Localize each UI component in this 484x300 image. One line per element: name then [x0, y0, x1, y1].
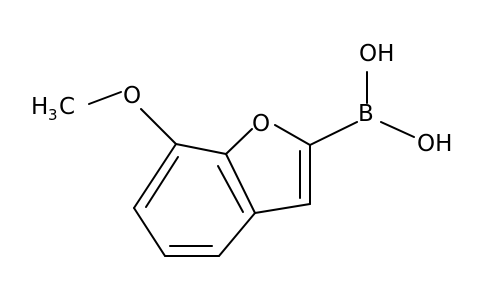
methyl-label-c: C: [59, 94, 75, 120]
bond-layer: [88, 71, 415, 257]
bond-c6-c7: [133, 143, 177, 209]
bond-ring-oxygen-c2: [274, 124, 311, 146]
bond-double-c7a-c3a: [217, 165, 244, 213]
bond-c7a-c3a: [225, 153, 256, 214]
bond-c7-c7a: [175, 143, 227, 155]
hydroxyl-top-label: OH: [359, 41, 394, 67]
bond-c2-boron: [309, 121, 358, 146]
bond-boron-oh-right: [380, 121, 415, 138]
bond-methyl-oxygen: [88, 91, 122, 105]
bond-c3a-c4: [218, 212, 256, 257]
bond-c5-c6: [133, 207, 166, 257]
methoxy-oxygen-label: O: [123, 83, 141, 109]
bond-double-c6-c7: [145, 156, 179, 208]
bond-c3-c3a: [254, 203, 311, 214]
label-layer: H 3 C O O B OH OH: [31, 41, 452, 157]
bond-oxygen-ring: [140, 108, 177, 145]
ring-oxygen-label: O: [252, 111, 270, 137]
bond-c7a-ring-oxygen: [225, 128, 253, 155]
methyl-label-h: H: [31, 94, 48, 120]
methyl-label-subscript: 3: [48, 106, 58, 124]
boron-label: B: [358, 101, 374, 127]
hydroxyl-right-label: OH: [417, 131, 452, 157]
